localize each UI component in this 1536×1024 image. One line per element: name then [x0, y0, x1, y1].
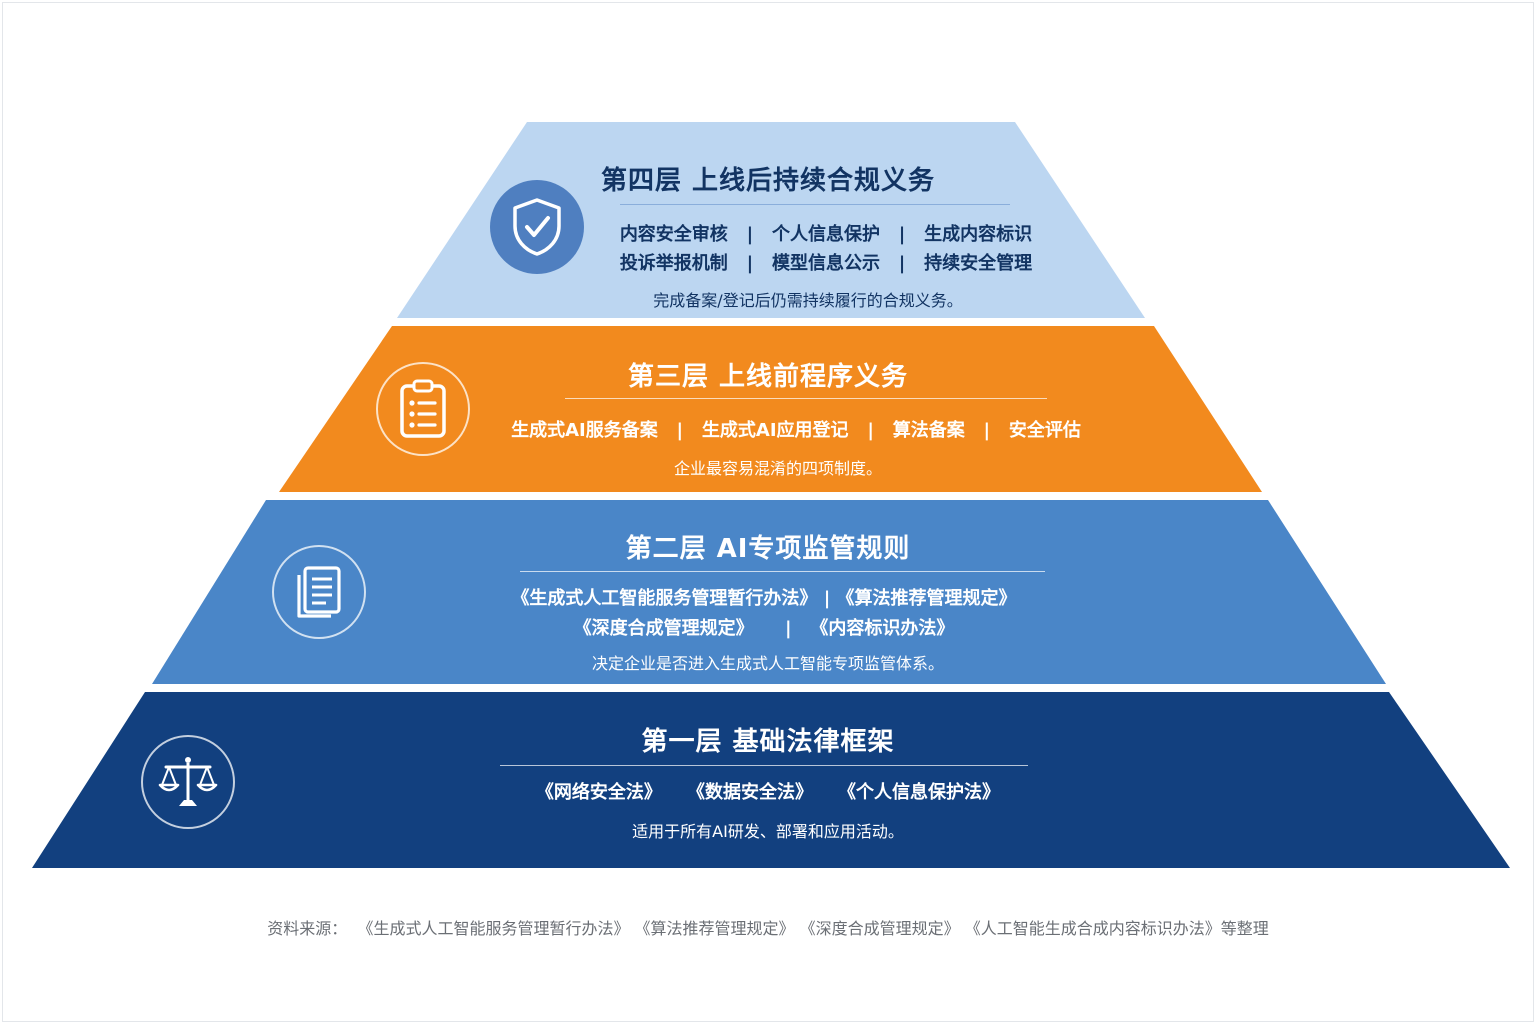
document-stack-icon: [272, 545, 366, 639]
tier-4-title: 第四层 上线后持续合规义务: [600, 166, 936, 196]
tier-2-regulations-row1: 《生成式人工智能服务管理暂行办法》 | 《算法推荐管理规定》: [511, 588, 1017, 609]
scales-of-justice-icon: [141, 735, 235, 829]
tier-1-laws: 《网络安全法》 《数据安全法》 《个人信息保护法》: [535, 782, 1001, 803]
shield-check-icon: [490, 180, 584, 274]
source-note: 资料来源： 《生成式人工智能服务管理暂行办法》 《算法推荐管理规定》 《深度合成…: [267, 919, 1269, 938]
tier-2-regulations-row2: 《深度合成管理规定》 | 《内容标识办法》: [573, 618, 955, 639]
tier-4-items-row1: 内容安全审核 | 个人信息保护 | 生成内容标识: [619, 224, 1033, 245]
tier-4-shape: [397, 122, 1145, 318]
tier-3-items: 生成式AI服务备案 | 生成式AI应用登记 | 算法备案 | 安全评估: [511, 420, 1081, 441]
tier-3-note: 企业最容易混淆的四项制度。: [673, 459, 882, 478]
tier-4-note: 完成备案/登记后仍需持续履行的合规义务。: [653, 291, 963, 310]
tier-2-shape: [152, 500, 1386, 684]
tier-2-divider: [520, 571, 1045, 572]
tier-3-shape: [279, 326, 1262, 492]
tier-3-title: 第三层 上线前程序义务: [627, 362, 909, 392]
tier-3-divider: [565, 398, 1047, 399]
tier-2-title: 第二层 AI专项监管规则: [625, 534, 911, 564]
tier-1-title: 第一层 基础法律框架: [641, 727, 895, 757]
tier-1: 第一层 基础法律框架 《网络安全法》 《数据安全法》 《个人信息保护法》 适用于…: [0, 692, 1536, 868]
tier-4-items-row2: 投诉举报机制 | 模型信息公示 | 持续安全管理: [619, 253, 1033, 274]
tier-1-divider: [500, 765, 1028, 766]
tier-2-note: 决定企业是否进入生成式人工智能专项监管体系。: [591, 654, 944, 673]
tier-3: 第三层 上线前程序义务 生成式AI服务备案 | 生成式AI应用登记 | 算法备案…: [0, 326, 1536, 492]
tier-4-divider: [620, 204, 1010, 205]
tier-2: 第二层 AI专项监管规则 《生成式人工智能服务管理暂行办法》 | 《算法推荐管理…: [0, 500, 1536, 684]
tier-4: 第四层 上线后持续合规义务 内容安全审核 | 个人信息保护 | 生成内容标识 投…: [0, 122, 1536, 318]
clipboard-list-icon: [376, 362, 470, 456]
tier-1-note: 适用于所有AI研发、部署和应用活动。: [632, 822, 904, 841]
tier-1-shape: [32, 692, 1510, 868]
